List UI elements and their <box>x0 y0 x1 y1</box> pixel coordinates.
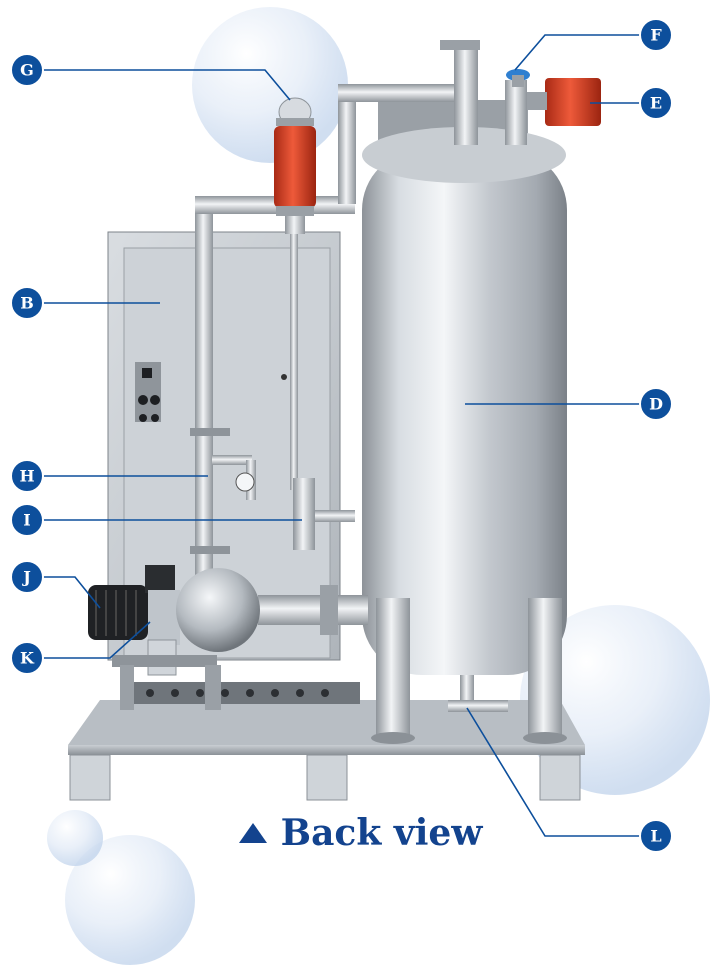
top-red-housing <box>274 97 316 234</box>
callout-f-letter: F <box>650 26 662 45</box>
leader-g <box>43 69 291 101</box>
view-caption: Back view <box>0 812 721 854</box>
callout-j: J <box>10 560 44 594</box>
bubble-bottom-small <box>47 810 103 866</box>
callout-b-letter: B <box>20 294 34 313</box>
callout-h-letter: H <box>19 467 34 486</box>
leader-f <box>514 34 640 71</box>
bubble-bottom-large <box>65 835 195 965</box>
callout-e-letter: E <box>650 94 662 113</box>
background-bubbles <box>47 7 710 965</box>
callout-h: H <box>10 459 44 493</box>
bubble-top <box>192 7 348 163</box>
triangle-up-icon <box>238 823 267 843</box>
callout-d: D <box>639 387 673 421</box>
actuator-assembly <box>440 40 601 126</box>
callout-i: I <box>10 503 44 537</box>
callout-b: B <box>10 286 44 320</box>
callout-i-letter: I <box>23 511 30 530</box>
storage-tank <box>362 100 567 744</box>
callouts: G B H I J K F E <box>10 18 673 853</box>
leader-j <box>43 576 101 609</box>
callout-l-letter: L <box>650 827 661 846</box>
callout-d-letter: D <box>649 395 663 414</box>
callout-l: L <box>639 819 673 853</box>
callout-f: F <box>639 18 673 52</box>
pump-motor <box>88 565 260 710</box>
view-caption-text: Back view <box>280 812 483 854</box>
leader-l <box>466 707 640 837</box>
leader-k <box>43 621 151 659</box>
callout-j-letter: J <box>21 568 31 587</box>
callout-k: K <box>10 641 44 675</box>
base-skid <box>68 682 585 801</box>
callout-g-letter: G <box>20 61 34 80</box>
callout-g: G <box>10 53 44 87</box>
callout-k-letter: K <box>20 649 35 668</box>
callout-e: E <box>639 86 673 120</box>
